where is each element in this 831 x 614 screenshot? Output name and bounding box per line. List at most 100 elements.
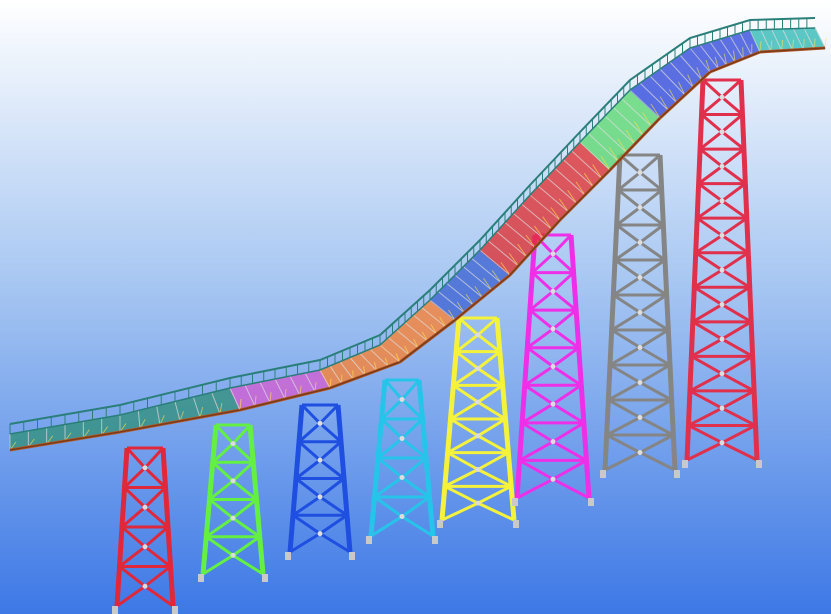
tower-brace: [686, 441, 723, 462]
tower-brace: [401, 456, 427, 479]
deck-crossbeam: [612, 106, 644, 136]
ramp-lower-chord: [9, 47, 826, 451]
tower-brace: [721, 130, 745, 151]
tower-joint: [475, 332, 481, 338]
tower-joint: [317, 457, 323, 463]
tower-brace: [721, 165, 747, 185]
deck-brace: [542, 216, 553, 230]
tower-brace: [693, 285, 723, 306]
tower-joint: [142, 504, 148, 510]
support-tower[interactable]: [437, 316, 519, 528]
tower-footing: [513, 520, 519, 528]
tower-brace: [292, 495, 321, 517]
tower-joint: [637, 275, 643, 280]
deck-brace: [299, 385, 302, 396]
tower-brace: [552, 308, 578, 331]
tower-leg-right: [657, 154, 678, 471]
deck-crossbeam: [579, 141, 611, 171]
tower-joint: [719, 163, 725, 169]
tower-brace: [477, 468, 512, 488]
deck-brace: [723, 53, 728, 66]
deck-brace: [456, 301, 465, 313]
tower-brace: [721, 424, 757, 445]
deck-crossbeam: [289, 375, 301, 396]
tower-brace: [639, 188, 663, 209]
tower-brace: [319, 532, 351, 554]
deck-brace: [659, 96, 669, 111]
deck-crossbeam: [339, 361, 354, 380]
deck-brace: [239, 398, 242, 411]
support-tower[interactable]: [285, 403, 355, 560]
tower-brace: [477, 316, 498, 336]
deck-crossbeam: [438, 291, 465, 313]
tower-brace: [609, 363, 641, 384]
deck-crossbeam: [379, 344, 401, 363]
tower-brace: [639, 258, 666, 279]
deck-crossbeam: [504, 222, 536, 248]
tower-brace: [446, 434, 479, 454]
support-tower[interactable]: [512, 233, 594, 506]
deck-brace: [668, 89, 678, 103]
tower-brace: [552, 402, 585, 425]
deck-crossbeam: [174, 401, 181, 422]
support-tower[interactable]: [112, 446, 178, 614]
deck-crossbeam: [488, 240, 519, 267]
tower-brace: [231, 461, 255, 482]
tower-brace: [400, 398, 424, 421]
deck-crossbeam: [454, 274, 483, 298]
tower-brace: [444, 468, 479, 488]
tower-brace: [116, 585, 146, 608]
tower-brace: [552, 384, 583, 406]
deck-crossbeam: [229, 387, 241, 411]
deck-brace: [284, 388, 287, 400]
deck-brace: [567, 190, 578, 204]
tower-brace: [689, 389, 723, 410]
tower-brace: [477, 451, 510, 471]
tower-brace: [721, 147, 745, 168]
tower-brace: [610, 328, 641, 349]
tower-brace: [452, 384, 479, 404]
tower-brace: [721, 182, 747, 203]
deck-brace: [687, 74, 694, 88]
deck-brace: [430, 324, 438, 335]
support-tower[interactable]: [366, 378, 438, 544]
tower-brace: [202, 554, 234, 576]
tower-brace: [400, 379, 421, 401]
tower-brace: [143, 486, 167, 509]
tower-brace: [380, 398, 404, 421]
deck-crossbeam: [749, 29, 761, 53]
tower-brace: [441, 501, 479, 522]
support-tower[interactable]: [682, 78, 762, 468]
tower-brace: [639, 153, 661, 174]
deck-brace: [642, 112, 653, 127]
tower-brace: [521, 421, 554, 443]
deck-brace: [733, 50, 736, 63]
tower-brace: [477, 384, 504, 404]
tower-brace: [615, 223, 641, 244]
deck-crossbeam: [562, 159, 594, 188]
deck-crossbeam: [319, 369, 331, 389]
tower-joint: [637, 170, 643, 175]
support-tower[interactable]: [600, 153, 680, 478]
deck-crossbeam: [513, 212, 544, 239]
support-tower[interactable]: [198, 423, 268, 582]
tower-leg-left: [684, 79, 706, 461]
tower-joint: [550, 326, 556, 332]
tower-brace: [298, 422, 321, 443]
tower-joint: [719, 302, 725, 308]
tower-brace: [697, 165, 723, 185]
deck-crossbeam: [689, 47, 711, 73]
tower-brace: [208, 498, 234, 520]
tower-brace: [232, 535, 261, 557]
tower-brace: [452, 367, 479, 387]
tower-brace: [531, 252, 555, 274]
ramp-railing: [9, 17, 816, 435]
tower-brace: [639, 276, 668, 297]
tower-brace: [377, 437, 403, 460]
tower-footing: [432, 536, 438, 544]
deck-crossbeam: [192, 396, 201, 418]
tower-footing: [198, 574, 204, 582]
tower-brace: [721, 320, 752, 341]
